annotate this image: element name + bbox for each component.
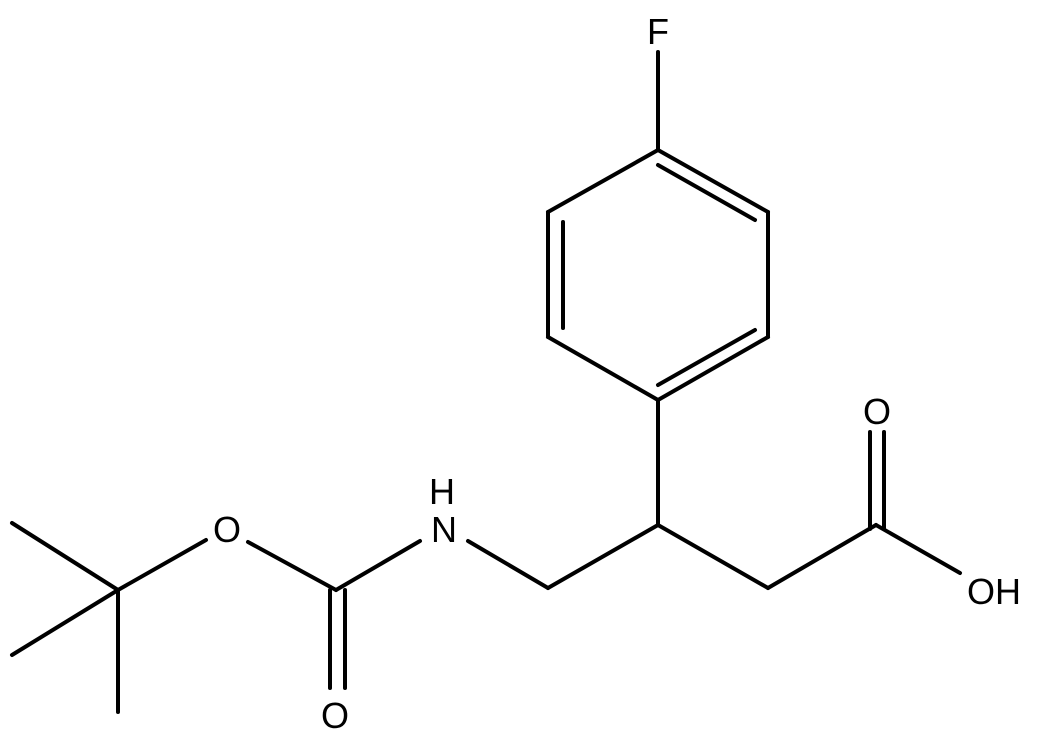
atom-labels: F O OH H N O O	[213, 11, 1021, 736]
bond-acid-to-oh	[874, 523, 962, 575]
atom-boc-carbonyl-oxygen: O	[321, 695, 349, 736]
bond-n-to-ch2	[466, 539, 550, 590]
bond-tbu-methyl-2	[10, 588, 120, 657]
bond-tbu-methyl-1	[10, 521, 120, 592]
bond-ch-to-ch2-acid	[656, 523, 770, 590]
bond-ring-6	[546, 335, 660, 402]
bond-ring-inner-2	[656, 163, 757, 222]
bond-ring-4	[546, 148, 660, 214]
bond-carbonyl-to-n	[334, 539, 422, 592]
bonds	[10, 50, 962, 714]
atom-hydroxyl: OH	[967, 571, 1021, 612]
bond-ring-1	[656, 335, 770, 402]
atom-fluorine: F	[647, 11, 669, 52]
bond-ch2-to-ch	[546, 523, 660, 590]
bond-ring-3	[656, 148, 770, 214]
bond-ester-o-to-carbonyl	[246, 540, 338, 592]
atom-amine-hydrogen: H	[429, 471, 455, 512]
bond-ring-inner-1	[656, 328, 757, 387]
bond-tbu-to-ester-o	[116, 538, 208, 592]
atom-ester-oxygen: O	[213, 509, 241, 550]
bond-ch2-to-cooh	[766, 523, 878, 590]
atom-amine-nitrogen: N	[431, 509, 457, 550]
atom-acid-carbonyl-oxygen: O	[863, 391, 891, 432]
